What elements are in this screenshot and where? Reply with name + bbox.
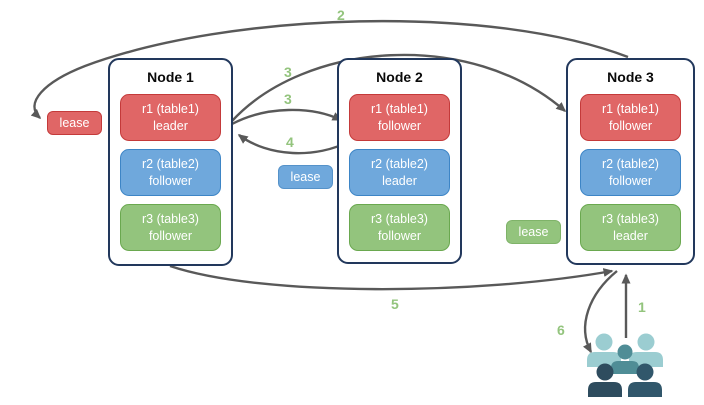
replica-role: leader xyxy=(153,118,188,133)
step-label-6: 6 xyxy=(557,322,565,338)
node-1-box: Node 1 r1 (table1) leader r2 (table2) fo… xyxy=(108,58,233,266)
replica-role: leader xyxy=(382,173,417,188)
arrow-step-3-leader-to-node2 xyxy=(231,108,343,126)
step-label-5: 5 xyxy=(391,296,399,312)
replica-name: r1 (table1) xyxy=(371,102,428,117)
lease-chip-r3: lease xyxy=(506,220,561,244)
replica-role: follower xyxy=(608,173,653,188)
replica-name: r3 (table3) xyxy=(371,212,428,227)
replica-r2-node1: r2 (table2) follower xyxy=(120,149,221,196)
node-title: Node 2 xyxy=(376,69,423,85)
node-3-box: Node 3 r1 (table1) follower r2 (table2) … xyxy=(566,58,695,265)
replica-name: r3 (table3) xyxy=(142,212,199,227)
replica-r3-node2: r3 (table3) follower xyxy=(349,204,450,251)
replica-r1-node3: r1 (table1) follower xyxy=(580,94,681,141)
node-title: Node 3 xyxy=(607,69,654,85)
replica-role: follower xyxy=(148,228,193,243)
step-label-3b: 3 xyxy=(284,91,292,107)
replica-role: leader xyxy=(613,228,648,243)
replica-r1-node2: r1 (table1) follower xyxy=(349,94,450,141)
replica-name: r1 (table1) xyxy=(142,102,199,117)
replica-r1-node1: r1 (table1) leader xyxy=(120,94,221,141)
step-label-4: 4 xyxy=(286,134,294,150)
arrow-step-5-node1-to-node3 xyxy=(169,264,614,291)
lease-chip-r1: lease xyxy=(47,111,102,135)
node-title: Node 1 xyxy=(147,69,194,85)
replica-name: r3 (table3) xyxy=(602,212,659,227)
replica-role: follower xyxy=(608,118,653,133)
step-label-1: 1 xyxy=(638,299,646,315)
replica-role: follower xyxy=(148,173,193,188)
replica-name: r1 (table1) xyxy=(602,102,659,117)
replica-r2-node3: r2 (table2) follower xyxy=(580,149,681,196)
lease-chip-r2: lease xyxy=(278,165,333,189)
replica-name: r2 (table2) xyxy=(142,157,199,172)
step-label-2: 2 xyxy=(337,7,345,23)
replica-r3-node1: r3 (table3) follower xyxy=(120,204,221,251)
replica-name: r2 (table2) xyxy=(602,157,659,172)
step-label-3a: 3 xyxy=(284,64,292,80)
replica-r3-node3: r3 (table3) leader xyxy=(580,204,681,251)
replica-r2-node2: r2 (table2) leader xyxy=(349,149,450,196)
replica-role: follower xyxy=(377,118,422,133)
replica-name: r2 (table2) xyxy=(371,157,428,172)
replica-role: follower xyxy=(377,228,422,243)
users-group-icon xyxy=(587,333,663,397)
node-2-box: Node 2 r1 (table1) follower r2 (table2) … xyxy=(337,58,462,264)
arrow-step-4-node2-to-leader xyxy=(237,134,351,155)
